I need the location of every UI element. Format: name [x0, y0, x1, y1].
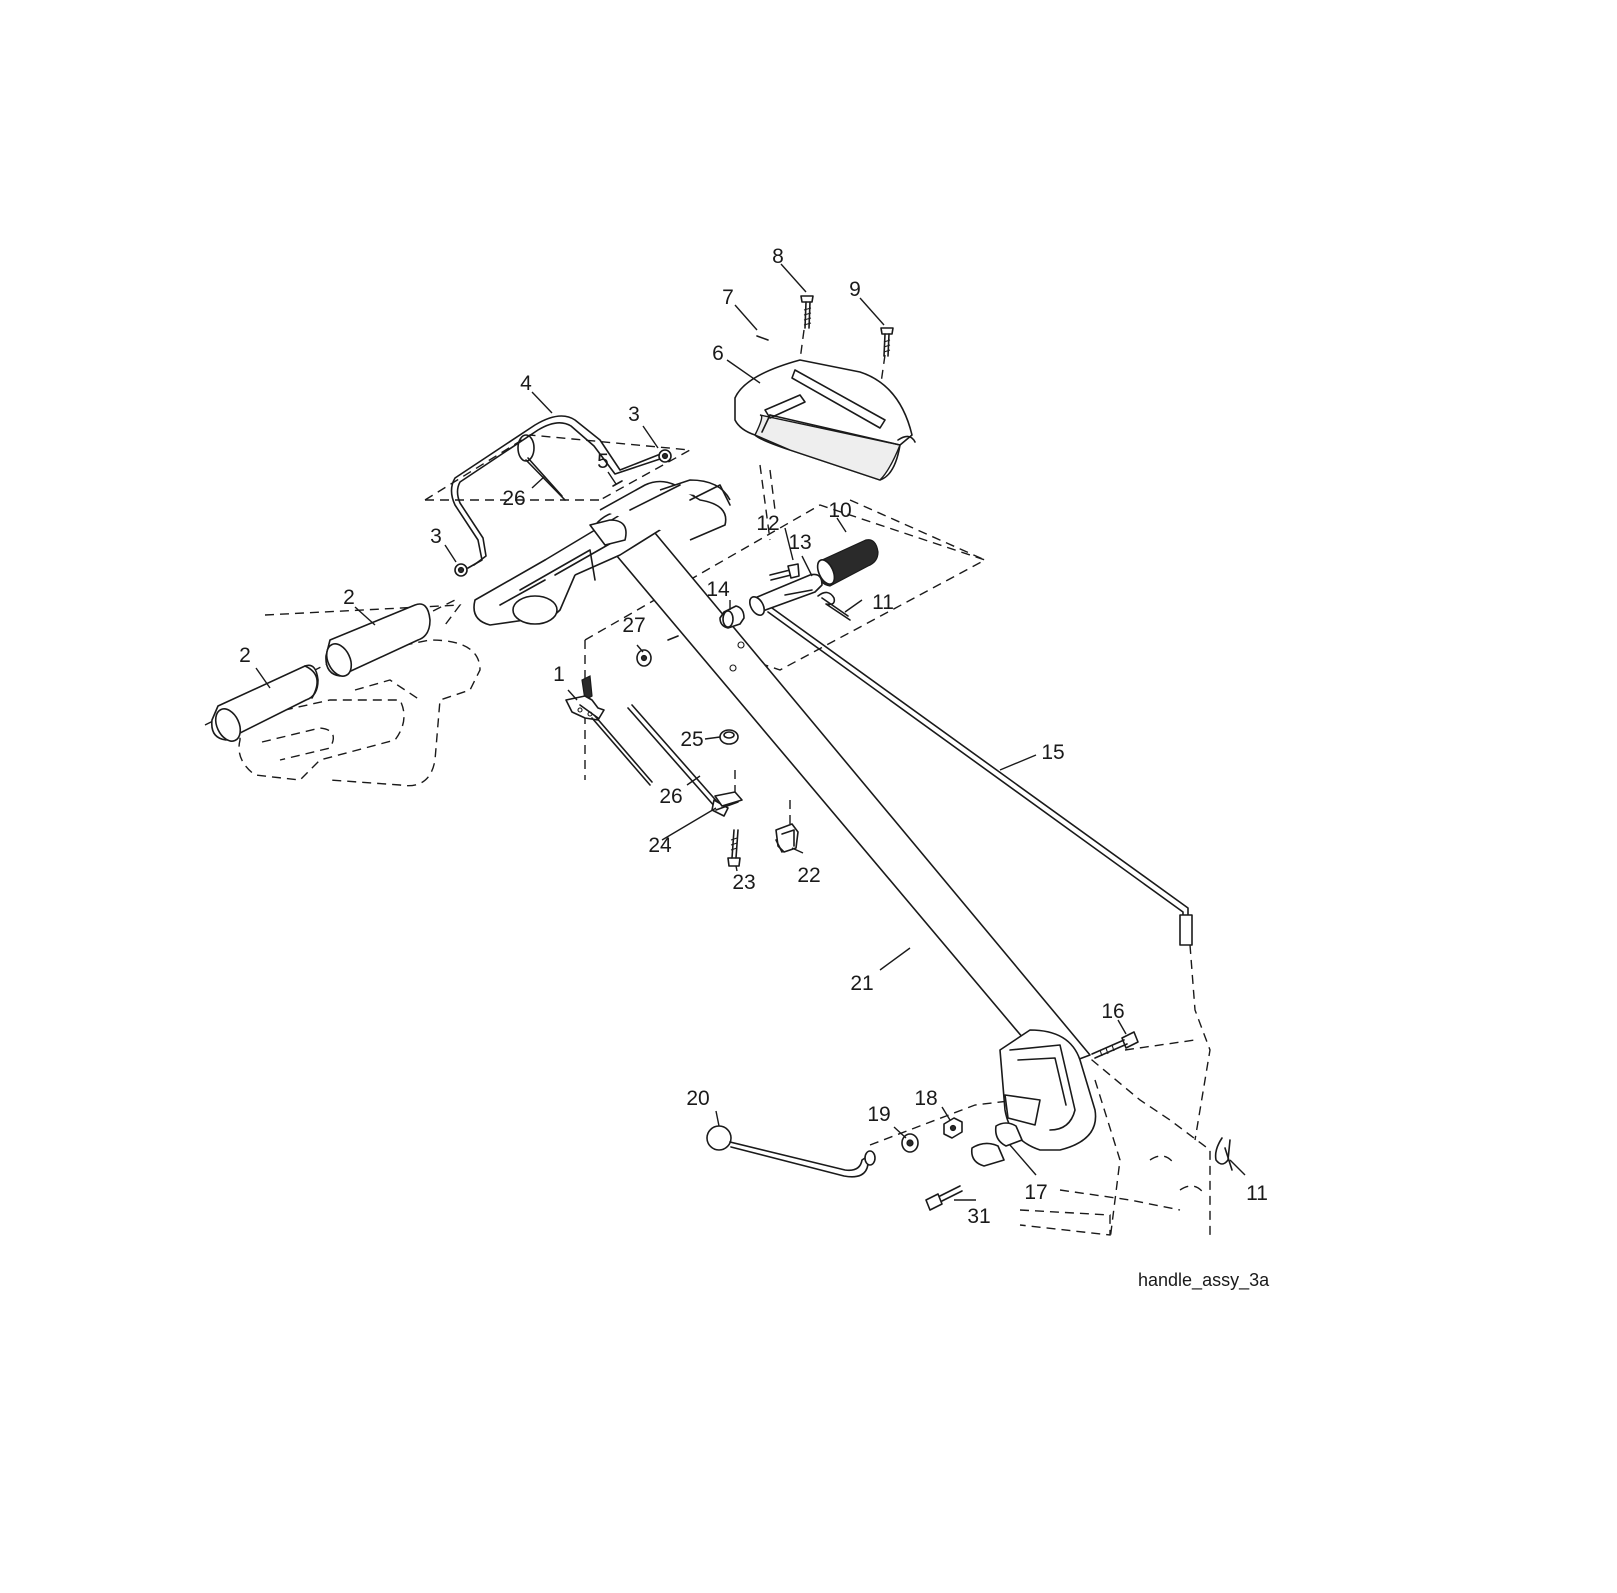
- control-shield: [734, 359, 916, 481]
- grip-left: [210, 664, 319, 742]
- bail-wire: [450, 415, 672, 577]
- handle-crossbar-frame: [473, 479, 731, 626]
- nut-18: [943, 1117, 963, 1139]
- bracket-24: [714, 791, 743, 811]
- bolt-8: [800, 295, 814, 329]
- pin-7: [756, 335, 769, 341]
- lever-13: [748, 573, 823, 616]
- hairpin-11-upper: [817, 591, 851, 621]
- callout-5: 5: [597, 450, 609, 473]
- callout-13: 13: [788, 531, 811, 554]
- clip-22: [775, 823, 799, 853]
- callout-20: 20: [686, 1087, 709, 1110]
- callout-17: 17: [1024, 1181, 1047, 1204]
- nut-27: [636, 635, 679, 667]
- grip-10: [816, 539, 879, 587]
- callout-14: 14: [706, 578, 730, 601]
- callout-25: 25: [680, 728, 703, 751]
- shift-rod: [767, 607, 1193, 946]
- callout-24: 24: [648, 834, 672, 857]
- callout-9: 9: [849, 278, 861, 301]
- callout-3-lower: 3: [430, 525, 442, 548]
- lock-lever-1: [565, 675, 653, 786]
- callout-2-right: 2: [343, 586, 355, 609]
- callout-12: 12: [756, 512, 779, 535]
- callout-7: 7: [722, 286, 734, 309]
- callout-26-upper: 26: [502, 487, 525, 510]
- diagram-reference-id: handle_assy_3a: [1138, 1270, 1270, 1291]
- leader-lines: [255, 263, 1246, 1201]
- callout-22: 22: [797, 864, 820, 887]
- callout-2-left: 2: [239, 644, 251, 667]
- grip-right: [325, 603, 431, 677]
- callout-26-lower: 26: [659, 785, 682, 808]
- callout-16: 16: [1101, 1000, 1124, 1023]
- screw-23: [727, 829, 741, 867]
- callout-4: 4: [520, 372, 532, 395]
- callout-23: 23: [732, 871, 755, 894]
- callout-31: 31: [967, 1205, 990, 1228]
- callout-27: 27: [622, 614, 645, 637]
- callout-19: 19: [867, 1103, 890, 1126]
- callout-21: 21: [850, 972, 873, 995]
- knob-17: [970, 1122, 1023, 1167]
- callout-15: 15: [1041, 741, 1064, 764]
- callout-10: 10: [828, 499, 851, 522]
- handle-tube: [593, 509, 1097, 1151]
- callout-1: 1: [553, 663, 565, 686]
- bolt-31: [925, 1185, 963, 1211]
- bolt-9: [880, 327, 894, 357]
- hairpin-11-lower: [1214, 1137, 1233, 1171]
- clip-25: [719, 729, 739, 745]
- bolt-16: [1091, 1031, 1139, 1059]
- callout-11-upper: 11: [872, 591, 894, 614]
- callout-8: 8: [772, 245, 784, 268]
- spacer-14: [719, 605, 745, 629]
- callout-11-lower: 11: [1246, 1182, 1268, 1205]
- callout-labels: 8 9 7 6 4 3 5 26 3 2 2 10 12 13 14 11 27…: [239, 245, 1268, 1228]
- callout-3-upper: 3: [628, 403, 640, 426]
- shift-lever-20: [706, 1125, 876, 1178]
- callout-6: 6: [712, 342, 724, 365]
- callout-18: 18: [914, 1087, 937, 1110]
- bolt-12: [769, 563, 800, 581]
- washer-19: [901, 1133, 919, 1153]
